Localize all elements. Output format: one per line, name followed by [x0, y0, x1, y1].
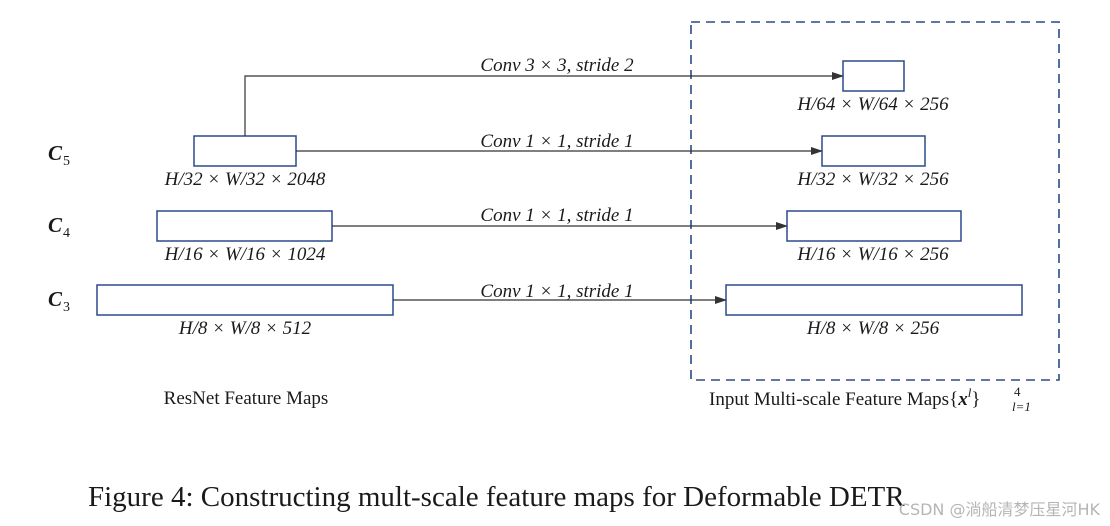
figure-caption: Figure 4: Constructing mult-scale featur… [88, 481, 905, 513]
resnet-section-label: ResNet Feature Maps [164, 388, 329, 409]
conv-c4-label: Conv 1 × 1, stride 1 [480, 205, 633, 226]
ms-64-dims-label: H/64 × W/64 × 256 [796, 94, 949, 115]
conv-top-label: Conv 3 × 3, stride 2 [480, 55, 634, 76]
ms-16-box [786, 210, 962, 242]
c4-level-label: C4 [48, 213, 70, 241]
multiscale-section-label: Input Multi-scale Feature Maps{xl} [709, 385, 980, 410]
ms-64-box [842, 60, 905, 92]
conv-top-arrow [244, 72, 844, 136]
multiscale-label-lower-index: l=1 [1012, 399, 1031, 414]
ms-32-dims-label: H/32 × W/32 × 256 [796, 169, 949, 190]
c5-dims-label: H/32 × W/32 × 2048 [164, 169, 326, 190]
c3-level-label: C3 [48, 287, 70, 315]
multiscale-label-upper-index: 4 [1014, 384, 1021, 399]
c4-feature-box [156, 210, 333, 242]
multiscale-region [690, 21, 1060, 381]
c5-feature-box [193, 135, 297, 167]
ms-8-dims-label: H/8 × W/8 × 256 [806, 318, 940, 339]
c3-feature-box [96, 284, 394, 316]
c5-level-label: C5 [48, 141, 70, 169]
csdn-watermark: CSDN @淌船清梦压星河HK [899, 500, 1101, 519]
c4-dims-label: H/16 × W/16 × 1024 [164, 244, 326, 265]
conv-c3-label: Conv 1 × 1, stride 1 [480, 281, 633, 302]
c3-dims-label: H/8 × W/8 × 512 [178, 318, 312, 339]
ms-8-box [725, 284, 1023, 316]
ms-32-box [821, 135, 926, 167]
conv-c5-label: Conv 1 × 1, stride 1 [480, 131, 633, 152]
ms-16-dims-label: H/16 × W/16 × 256 [796, 244, 949, 265]
